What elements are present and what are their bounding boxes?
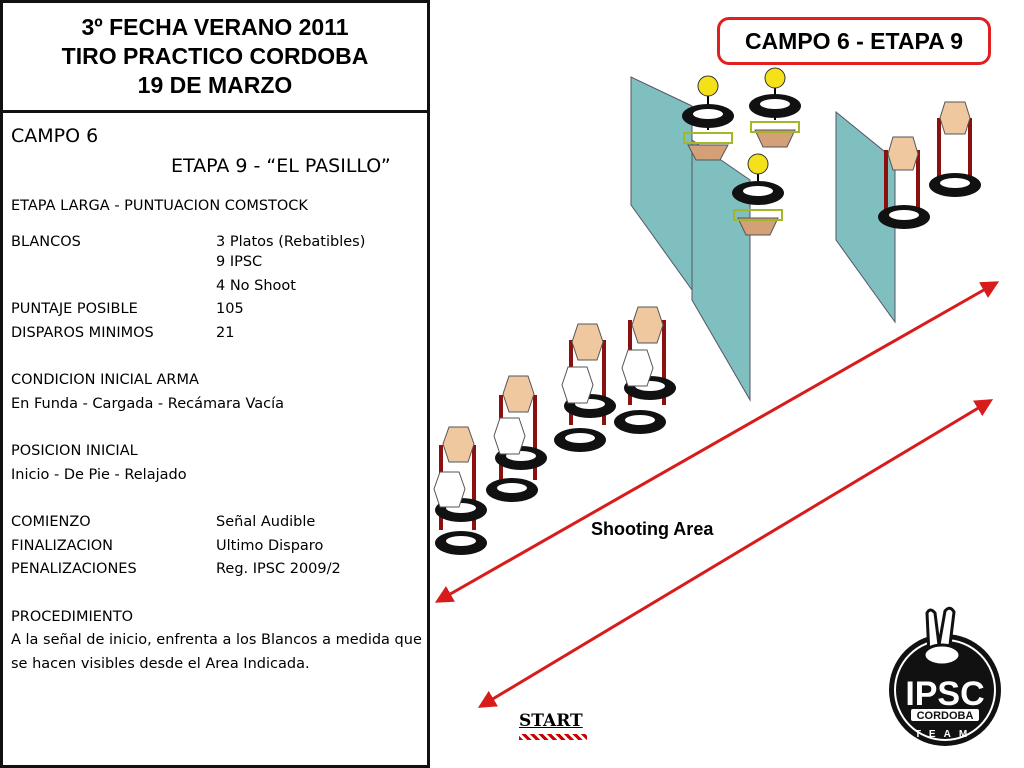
- puntaje-row: PUNTAJE POSIBLE 105: [11, 298, 423, 322]
- etapa-title: ETAPA 9 - “EL PASILLO”: [171, 155, 391, 177]
- procedimiento-text: A la señal de inicio, enfrenta a los Bla…: [11, 632, 422, 672]
- blancos-ipsc: 9 IPSC: [216, 253, 263, 270]
- stage-info-panel: 3º FECHA VERANO 2011 TIRO PRACTICO CORDO…: [0, 0, 430, 768]
- campo-etapa-badge: CAMPO 6 - ETAPA 9: [717, 17, 991, 65]
- blancos-noshoot: 4 No Shoot: [216, 277, 296, 294]
- puntaje-value: 105: [216, 301, 244, 317]
- comienzo-value: Señal Audible: [216, 514, 316, 530]
- event-header: 3º FECHA VERANO 2011 TIRO PRACTICO CORDO…: [3, 3, 427, 113]
- blancos-label: BLANCOS: [11, 233, 81, 250]
- plate-target-3: [732, 153, 784, 236]
- stage-diagram: [433, 67, 1000, 708]
- finalizacion-label: FINALIZACION: [11, 537, 113, 554]
- procedimiento-label: PROCEDIMIENTO: [11, 608, 134, 625]
- puntaje-label: PUNTAJE POSIBLE: [11, 301, 138, 317]
- plate-target-1: [682, 75, 734, 161]
- target-pair-1: [433, 426, 487, 555]
- logo-cordoba-text: CORDOBA: [917, 710, 974, 722]
- finalizacion-value: Ultimo Disparo: [216, 537, 324, 554]
- blancos-row: BLANCOS 3 Platos (Rebatibles) 9 IPSC 4 N…: [11, 231, 423, 299]
- shooting-area-label: Shooting Area: [591, 519, 714, 539]
- posicion-label: POSICION INICIAL: [11, 443, 138, 459]
- campo-title: CAMPO 6: [11, 125, 99, 147]
- posicion-value: Inicio - De Pie - Relajado: [11, 466, 187, 483]
- start-label: START: [519, 711, 583, 731]
- penalizaciones-label: PENALIZACIONES: [11, 561, 137, 577]
- event-title-line2: TIRO PRACTICO CORDOBA: [61, 43, 369, 69]
- condicion-label: CONDICION INICIAL ARMA: [11, 372, 199, 388]
- event-date: 19 DE MARZO: [137, 72, 293, 98]
- logo-ipsc-text: IPSC: [905, 675, 984, 713]
- comienzo-row: COMIENZO Señal Audible: [11, 511, 423, 535]
- wall-left-back: [691, 139, 751, 402]
- ipsc-target-right-1: [929, 101, 981, 197]
- event-title-line1: 3º FECHA VERANO 2011: [81, 14, 349, 40]
- finalizacion-row: FINALIZACION Ultimo Disparo: [11, 535, 423, 559]
- penalizaciones-row: PENALIZACIONES Reg. IPSC 2009/2: [11, 558, 423, 582]
- ipsc-target-right-2: [878, 136, 930, 229]
- disparos-value: 21: [216, 324, 235, 341]
- blancos-platos: 3 Platos (Rebatibles): [216, 233, 366, 250]
- disparos-label: DISPAROS MINIMOS: [11, 324, 154, 341]
- plate-target-2: [749, 67, 801, 148]
- target-pair-4: [614, 306, 676, 434]
- comienzo-label: COMIENZO: [11, 514, 91, 530]
- start-marker: [519, 734, 587, 740]
- penalizaciones-value: Reg. IPSC 2009/2: [216, 561, 341, 577]
- target-pair-3: [554, 323, 616, 452]
- stage-details: CAMPO 6 ETAPA 9 - “EL PASILLO” ETAPA LAR…: [11, 121, 423, 676]
- shooting-area-arrow-lower: [477, 399, 994, 708]
- ipsc-cordoba-logo: IPSC CORDOBA TEAM: [889, 606, 1001, 746]
- condicion-value: En Funda - Cargada - Recámara Vacía: [11, 395, 285, 412]
- target-pair-2: [486, 375, 547, 502]
- disparos-row: DISPAROS MINIMOS 21: [11, 322, 423, 346]
- logo-team-text: TEAM: [915, 729, 975, 740]
- wall-left-front: [630, 76, 693, 292]
- stage-type: ETAPA LARGA - PUNTUACION COMSTOCK: [11, 198, 308, 214]
